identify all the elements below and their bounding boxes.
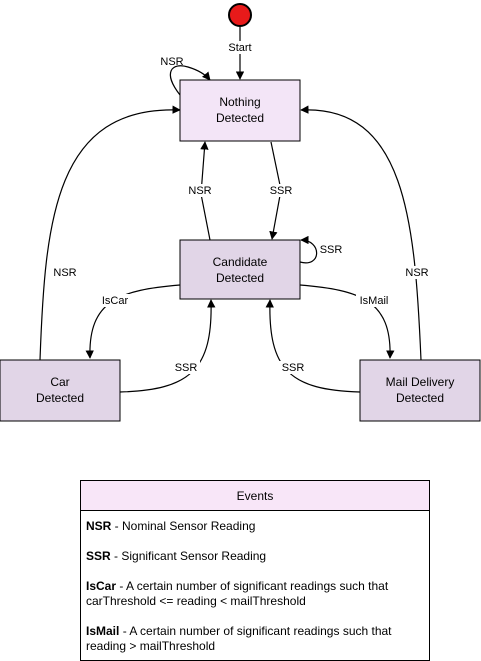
- legend-item-ssr: SSR - Significant Sensor Reading: [86, 549, 423, 564]
- edge-label-ssr-car: SSR: [175, 362, 198, 374]
- legend-title: Events: [81, 481, 429, 511]
- legend-desc: - A certain number of significant readin…: [119, 624, 392, 638]
- legend-item-iscar: IsCar - A certain number of significant …: [86, 579, 423, 609]
- legend-desc: - A certain number of significant readin…: [116, 579, 389, 593]
- edge-car-to-candidate: [119, 299, 216, 393]
- legend-item-nsr: NSR - Nominal Sensor Reading: [86, 519, 423, 534]
- state-car-detected: Car Detected: [0, 359, 121, 422]
- state-mail-line1: Mail Delivery: [386, 375, 455, 389]
- edge-label-ssr-nothing: SSR: [270, 185, 293, 197]
- edge-label-nsr-candidate: NSR: [188, 185, 211, 197]
- edge-nsr-self-nothing: [169, 65, 211, 96]
- legend-desc: - Nominal Sensor Reading: [111, 519, 256, 533]
- start-node: [228, 3, 252, 27]
- state-nothing-line1: Nothing: [219, 95, 260, 109]
- legend-body: NSR - Nominal Sensor Reading SSR - Signi…: [81, 511, 429, 654]
- edge-mail-to-candidate: [265, 299, 361, 393]
- legend-desc-cont: carThreshold <= reading < mailThreshold: [86, 594, 306, 608]
- legend-term: IsMail: [86, 624, 120, 638]
- edge-label-nsr-car: NSR: [53, 267, 76, 279]
- state-car-line1: Car: [50, 375, 69, 389]
- state-candidate-line2: Detected: [216, 271, 264, 285]
- edge-label-ssr-self: SSR: [320, 244, 343, 256]
- edge-label-nsr-self: NSR: [160, 56, 183, 68]
- edge-mail-to-nothing: [300, 105, 422, 361]
- legend-item-ismail: IsMail - A certain number of significant…: [86, 624, 423, 654]
- edge-car-to-nothing: [39, 105, 181, 361]
- legend-term: NSR: [86, 519, 112, 533]
- state-nothing-line2: Detected: [216, 111, 264, 125]
- legend-desc-cont: reading > mailThreshold: [86, 639, 216, 653]
- start-label: Start: [228, 42, 251, 54]
- legend-term: IsCar: [86, 579, 117, 593]
- state-mail-delivery-detected: Mail Delivery Detected: [359, 359, 481, 422]
- legend-desc: - Significant Sensor Reading: [110, 549, 267, 563]
- state-mail-line2: Detected: [396, 391, 444, 405]
- edge-ssr-self-candidate: [299, 235, 318, 264]
- edge-label-iscar: IsCar: [102, 295, 129, 307]
- events-legend: Events NSR - Nominal Sensor Reading SSR …: [80, 480, 430, 661]
- edge-label-ssr-mail: SSR: [282, 362, 305, 374]
- state-candidate-detected: Candidate Detected: [179, 239, 301, 300]
- legend-term: SSR: [86, 549, 111, 563]
- state-nothing-detected: Nothing Detected: [179, 79, 301, 142]
- state-diagram: Start NSR NSR SSR SSR NSR NSR IsCar IsMa…: [0, 3, 481, 422]
- edge-label-ismail: IsMail: [360, 295, 389, 307]
- edge-label-nsr-mail: NSR: [405, 267, 428, 279]
- state-candidate-line1: Candidate: [213, 255, 268, 269]
- state-car-line2: Detected: [36, 391, 84, 405]
